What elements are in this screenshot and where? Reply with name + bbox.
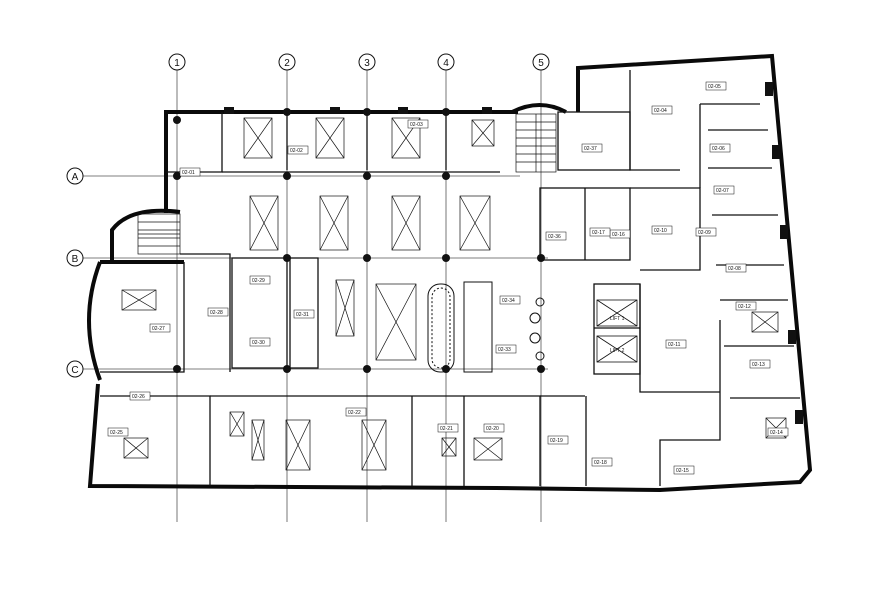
- workstation-hatch: [123, 437, 149, 459]
- grid-label-5: 5: [538, 58, 544, 69]
- room-labels: [107, 81, 789, 475]
- workstation-hatch: [751, 311, 779, 333]
- workstation-block: [391, 117, 421, 159]
- grid-label-2: 2: [284, 58, 290, 69]
- room-label: 02-18: [594, 460, 607, 466]
- room-label: 02-20: [486, 426, 499, 432]
- lift-label-2: LIFT 2: [610, 348, 625, 354]
- room-label: 02-03: [410, 122, 423, 128]
- room-label: 02-29: [252, 278, 265, 284]
- workstation-block: [751, 311, 779, 333]
- grid-bubble-3: [358, 53, 376, 71]
- room-label: 02-28: [210, 310, 223, 316]
- workstation-hatch: [315, 117, 345, 159]
- room-label-texts: 02-01 02-02 02-03 02-04 02-05 02-06 02-0…: [110, 84, 783, 474]
- workstation-hatch: [441, 437, 457, 457]
- grid-bubble-4: [437, 53, 455, 71]
- room-label: 02-14: [770, 430, 783, 436]
- workstation-hatch: [251, 419, 265, 461]
- grid-bubbles: [66, 53, 550, 378]
- room-label: 02-11: [668, 342, 681, 348]
- room-label: 02-12: [738, 304, 751, 310]
- grid-bubble-5: [532, 53, 550, 71]
- workstation-block: [375, 283, 417, 361]
- columns: [173, 82, 803, 424]
- workstation-block: [391, 195, 421, 251]
- workstation-block: [473, 437, 503, 461]
- workstation-hatch: [459, 195, 491, 251]
- workstation-hatch: [361, 419, 387, 471]
- room-label: 02-19: [550, 438, 563, 444]
- workstation-block: [315, 117, 345, 159]
- workstation-block: [123, 437, 149, 459]
- workstation-block: [249, 195, 279, 251]
- grid-label-3: 3: [364, 58, 370, 69]
- room-label: 02-22: [348, 410, 361, 416]
- workstation-hatch: [335, 279, 355, 337]
- workstation-hatch: [319, 195, 349, 251]
- room-label: 02-06: [712, 146, 725, 152]
- room-label: 02-10: [654, 228, 667, 234]
- grid-label-B: B: [72, 254, 79, 265]
- room-label: 02-26: [132, 394, 145, 400]
- workstation-hatch: [471, 119, 495, 147]
- grid-bubble-labels: 1 2 3 4 5 A B C: [71, 58, 544, 376]
- workstation-block: [459, 195, 491, 251]
- workstation-block: [471, 119, 495, 147]
- room-label: 02-34: [502, 298, 515, 304]
- room-label: 02-13: [752, 362, 765, 368]
- room-label: 02-07: [716, 188, 729, 194]
- workstation-hatch: [473, 437, 503, 461]
- workstation-block: [229, 411, 245, 437]
- workstation-block: [285, 419, 311, 471]
- grid-bubble-A: [66, 167, 84, 185]
- workstation-block: [319, 195, 349, 251]
- workstation-block: [441, 437, 457, 457]
- room-label: 02-08: [728, 266, 741, 272]
- room-label: 02-33: [498, 347, 511, 353]
- room-label: 02-36: [548, 234, 561, 240]
- room-label: 02-15: [676, 468, 689, 474]
- workstation-block: [121, 289, 157, 311]
- grid-bubble-C: [66, 360, 84, 378]
- workstation-hatch: [391, 195, 421, 251]
- reception-counter: [427, 281, 545, 373]
- workstation-hatch: [121, 289, 157, 311]
- interior-walls: [100, 70, 800, 486]
- room-label: 02-04: [654, 108, 667, 114]
- grid-lines: [83, 70, 548, 522]
- room-label: 02-21: [440, 426, 453, 432]
- workstation-block: [361, 419, 387, 471]
- room-label: 02-02: [290, 148, 303, 154]
- workstation-hatch: [375, 283, 417, 361]
- grid-bubble-B: [66, 249, 84, 267]
- lift-label-1: LIFT 1: [610, 316, 625, 322]
- lift-shafts: [596, 299, 638, 363]
- workstation-hatch: [285, 419, 311, 471]
- room-label: 02-30: [252, 340, 265, 346]
- room-label: 02-27: [152, 326, 165, 332]
- room-label: 02-16: [612, 232, 625, 238]
- room-label: 02-37: [584, 146, 597, 152]
- grid-label-C: C: [71, 365, 78, 376]
- room-label: 02-17: [592, 230, 605, 236]
- room-label: 02-09: [698, 230, 711, 236]
- workstation-hatch: [229, 411, 245, 437]
- room-label: 02-05: [708, 84, 721, 90]
- grid-label-A: A: [72, 172, 79, 183]
- workstation-block: [243, 117, 273, 159]
- room-label: 02-31: [296, 312, 309, 318]
- workstation-block: [335, 279, 355, 337]
- room-label: 02-25: [110, 430, 123, 436]
- stairs: [137, 113, 557, 255]
- grid-label-1: 1: [174, 58, 180, 69]
- workstation-hatch: [243, 117, 273, 159]
- workstation-block: [251, 419, 265, 461]
- workstation-hatch: [249, 195, 279, 251]
- grid-label-4: 4: [443, 58, 449, 69]
- grid-bubble-2: [278, 53, 296, 71]
- grid-bubble-1: [168, 53, 186, 71]
- room-label: 02-01: [182, 170, 195, 176]
